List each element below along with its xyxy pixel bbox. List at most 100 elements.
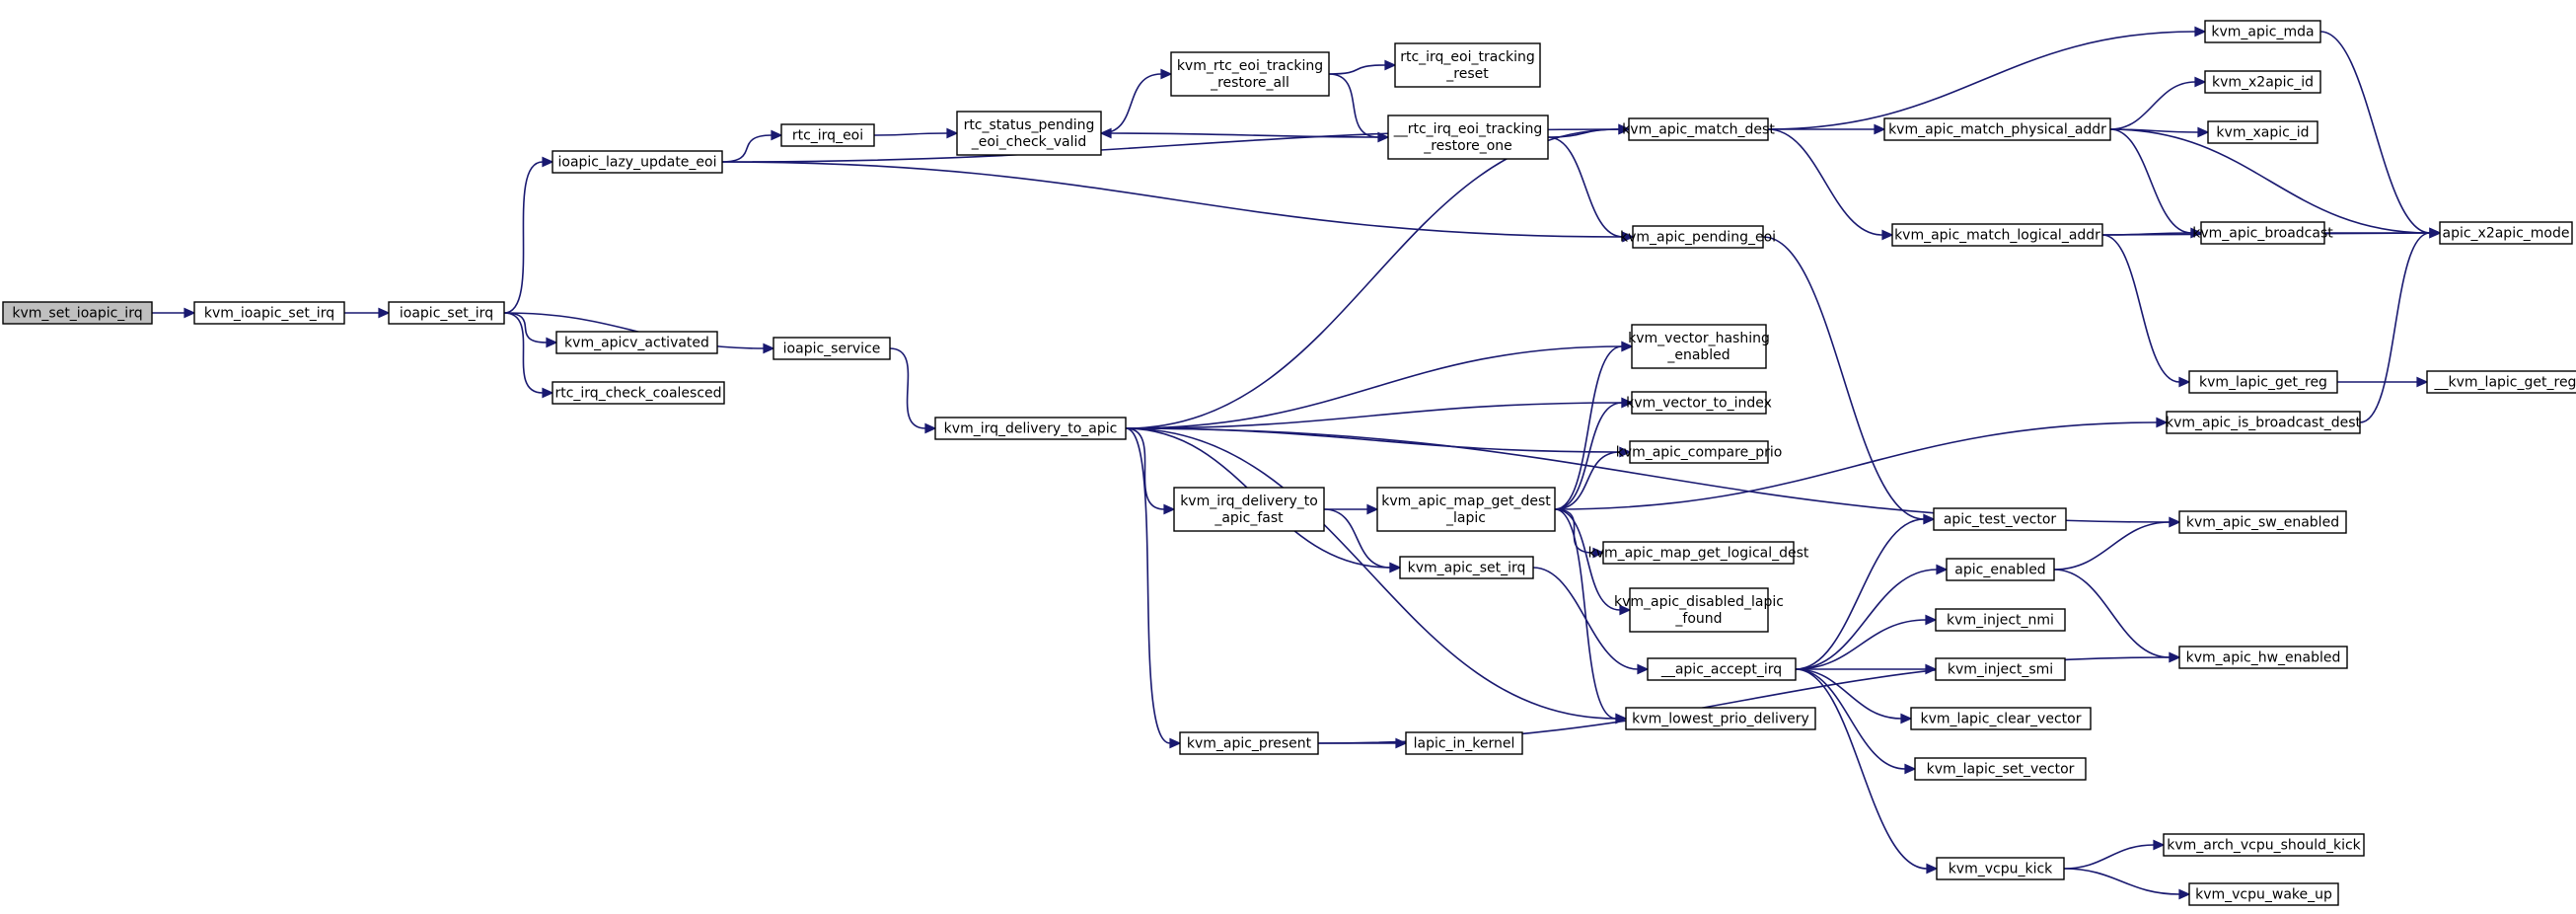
graph-node-kvm-apic-match-dest[interactable]: kvm_apic_match_dest (1622, 117, 1775, 141)
graph-node-kvm-apic-map-get-dest-lapic[interactable]: kvm_apic_map_get_dest_lapic (1376, 487, 1556, 532)
graph-node-rtc-irq-eoi-tracking-reset[interactable]: rtc_irq_eoi_tracking_reset (1394, 42, 1541, 88)
node-label: _lapic (1445, 510, 1486, 526)
edge-n28-to-n32 (2101, 227, 2203, 239)
graph-node-kvm-apic-match-physical-addr[interactable]: kvm_apic_match_physical_addr (1883, 117, 2111, 141)
node-label: kvm_apic_match_physical_addr (1888, 122, 2106, 138)
graph-node-kvm-vector-hashing-enabled[interactable]: kvm_vector_hashing_enabled (1628, 324, 1770, 369)
graph-node-rtc-irq-check-coalesced[interactable]: rtc_irq_check_coalesced (552, 381, 725, 405)
edge-n28-to-n34 (2101, 234, 2191, 388)
graph-node-rtc-irq-eoi[interactable]: rtc_irq_eoi (780, 123, 875, 147)
node-box (1946, 558, 2055, 581)
graph-node-kvm-lapic-set-vector[interactable]: kvm_lapic_set_vector (1914, 757, 2087, 781)
node-box (1602, 541, 1795, 565)
graph-node-kvm-apic-set-irq[interactable]: kvm_apic_set_irq (1399, 556, 1534, 579)
node-box (1394, 42, 1541, 88)
graph-node-kvm-lapic-clear-vector[interactable]: kvm_lapic_clear_vector (1910, 707, 2092, 730)
node-box (552, 150, 723, 174)
graph-node-apic-enabled[interactable]: apic_enabled (1946, 558, 2055, 581)
node-label: ioapic_service (783, 342, 881, 357)
node-box (1632, 225, 1764, 249)
edge-n14-to-n21 (1125, 397, 1634, 429)
graph-node-kvm-vector-to-index[interactable]: kvm_vector_to_index (1626, 391, 1772, 415)
graph-node-kvm-rtc-eoi-tracking-restore-all[interactable]: kvm_rtc_eoi_tracking_restore_all (1170, 51, 1330, 97)
node-label: kvm_apic_match_logical_addr (1894, 228, 2100, 244)
node-label: kvm_vector_to_index (1626, 396, 1772, 412)
graph-node-kvm-apic-hw-enabled[interactable]: kvm_apic_hw_enabled (2178, 646, 2348, 669)
graph-node-kvm-xapic-id[interactable]: kvm_xapic_id (2207, 120, 2318, 144)
graph-node-kvm-arch-vcpu-should-kick[interactable]: kvm_arch_vcpu_should_kick (2163, 833, 2365, 857)
graph-node-kvm-lapic-get-reg[interactable]: kvm_lapic_get_reg (2188, 370, 2338, 394)
node-label: _enabled (1666, 347, 1730, 363)
node-label: kvm_apicv_activated (564, 336, 709, 351)
edge-n25-to-n41 (1795, 668, 1913, 724)
node-label: ioapic_set_irq (400, 306, 493, 322)
node-label: apic_test_vector (1944, 512, 2057, 528)
edge-n2-to-n3 (503, 156, 554, 314)
node-box (773, 337, 891, 360)
node-box (1935, 608, 2066, 632)
node-label: kvm_lowest_prio_delivery (1632, 712, 1809, 727)
graph-node-kvm-x2apic-id[interactable]: kvm_x2apic_id (2204, 70, 2321, 94)
graph-node-ioapic-set-irq[interactable]: ioapic_set_irq (388, 301, 505, 325)
graph-node-kvm-inject-nmi[interactable]: kvm_inject_nmi (1935, 608, 2066, 632)
node-label: apic_x2apic_mode (2442, 226, 2569, 242)
edge-n12-to-n28 (1767, 128, 1894, 241)
graph-node-kvm-irq-delivery-to-apic[interactable]: kvm_irq_delivery_to_apic (934, 417, 1127, 440)
graph-node-kvm-apic-broadcast[interactable]: kvm_apic_broadcast (2192, 221, 2333, 245)
edge-n16-to-n23 (1554, 508, 1605, 559)
node-box (1625, 707, 1816, 730)
graph-node-kvm-apic-present[interactable]: kvm_apic_present (1179, 731, 1319, 755)
node-label: apic_enabled (1954, 563, 2045, 578)
node-box (1629, 587, 1769, 633)
graph-node-ioapic-service[interactable]: ioapic_service (773, 337, 891, 360)
node-box (1179, 731, 1319, 755)
graph-node-kvm-apic-disabled-lapic-found[interactable]: kvm_apic_disabled_lapic_found (1614, 587, 1784, 633)
node-label: _reset (1445, 66, 1489, 82)
node-box (2426, 370, 2576, 394)
graph-node-kvm-lapic-get-reg[interactable]: __kvm_lapic_get_reg (2426, 370, 2576, 394)
node-label: kvm_irq_delivery_to (1180, 494, 1318, 509)
node-label: _apic_fast (1214, 510, 1284, 526)
graph-node-apic-accept-irq[interactable]: __apic_accept_irq (1647, 657, 1797, 681)
node-label: kvm_apic_compare_prio (1616, 445, 1783, 461)
node-box (2204, 70, 2321, 94)
node-label: _eoi_check_valid (971, 134, 1087, 150)
edge-n2-to-n4 (503, 312, 558, 348)
graph-node-kvm-apic-pending-eoi[interactable]: kvm_apic_pending_eoi (1620, 225, 1776, 249)
graph-node-kvm-set-ioapic-irq[interactable]: kvm_set_ioapic_irq (2, 301, 153, 325)
node-label: kvm_inject_nmi (1947, 613, 2054, 629)
edge-n9-to-n10 (1328, 59, 1397, 75)
graph-node-kvm-apic-compare-prio[interactable]: kvm_apic_compare_prio (1616, 440, 1783, 464)
node-label: kvm_vcpu_wake_up (2195, 887, 2332, 903)
graph-node-kvm-ioapic-set-irq[interactable]: kvm_ioapic_set_irq (193, 301, 345, 325)
node-label: rtc_status_pending (964, 117, 1095, 133)
graph-node-ioapic-lazy-update-eoi[interactable]: ioapic_lazy_update_eoi (552, 150, 723, 174)
graph-node-kvm-apic-sw-enabled[interactable]: kvm_apic_sw_enabled (2178, 510, 2347, 534)
graph-node-kvm-vcpu-wake-up[interactable]: kvm_vcpu_wake_up (2188, 882, 2339, 906)
edge-n25-to-n40 (1796, 663, 1938, 675)
graph-node-kvm-apic-mda[interactable]: kvm_apic_mda (2204, 20, 2321, 43)
graph-node-lapic-in-kernel[interactable]: lapic_in_kernel (1405, 731, 1523, 755)
graph-node-apic-x2apic-mode[interactable]: apic_x2apic_mode (2439, 221, 2573, 245)
node-box (1891, 223, 2103, 247)
graph-node-kvm-apic-is-broadcast-dest[interactable]: kvm_apic_is_broadcast_dest (2166, 411, 2361, 434)
graph-node-kvm-inject-smi[interactable]: kvm_inject_smi (1935, 657, 2066, 681)
edge-n16-to-n24 (1554, 508, 1632, 616)
edge-n38-to-n44 (2053, 516, 2181, 571)
edge-n6-to-n14 (889, 347, 937, 434)
graph-node-kvm-lowest-prio-delivery[interactable]: kvm_lowest_prio_delivery (1625, 707, 1816, 730)
graph-node-kvm-apic-match-logical-addr[interactable]: kvm_apic_match_logical_addr (1891, 223, 2103, 247)
node-label: lapic_in_kernel (1414, 736, 1515, 752)
node-label: __kvm_lapic_get_reg (2434, 375, 2576, 391)
node-label: kvm_arch_vcpu_should_kick (2167, 838, 2361, 854)
node-box (1910, 707, 2092, 730)
graph-node-kvm-irq-delivery-to-apic-fast[interactable]: kvm_irq_delivery_to_apic_fast (1173, 487, 1325, 532)
graph-node-kvm-apicv-activated[interactable]: kvm_apicv_activated (555, 331, 718, 354)
graph-node-apic-test-vector[interactable]: apic_test_vector (1933, 507, 2067, 531)
graph-node-rtc-status-pending-eoi-check-valid[interactable]: rtc_status_pending_eoi_check_valid (956, 111, 1102, 156)
graph-node-rtc-irq-eoi-tracking-restore-one[interactable]: __rtc_irq_eoi_tracking_restore_one (1387, 114, 1549, 160)
node-box (1628, 117, 1769, 141)
graph-node-kvm-apic-map-get-logical-dest[interactable]: kvm_apic_map_get_logical_dest (1588, 541, 1809, 565)
graph-node-kvm-vcpu-kick[interactable]: kvm_vcpu_kick (1936, 857, 2065, 880)
node-label: kvm_set_ioapic_irq (12, 306, 142, 322)
